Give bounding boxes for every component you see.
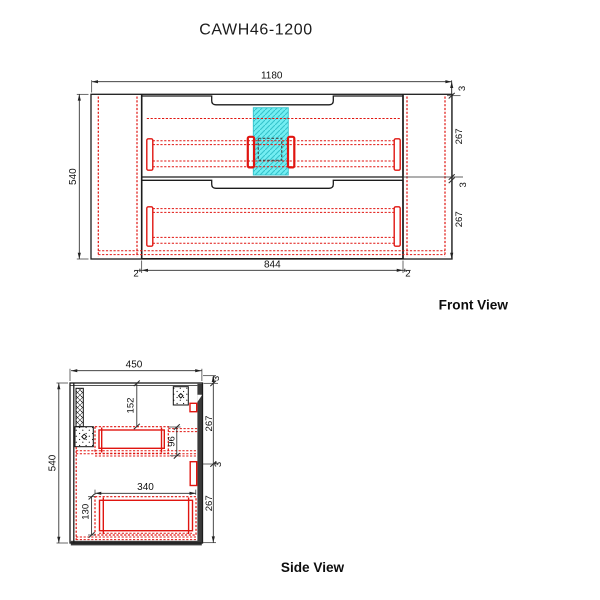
slide-bracket-right bbox=[286, 135, 296, 169]
dim-side-lower-box: 130 bbox=[80, 493, 95, 539]
side-cabinet-outline bbox=[69, 382, 204, 546]
front-hidden-lines bbox=[97, 96, 446, 257]
dim-front-opening: 844 2 2 bbox=[133, 260, 411, 280]
front-drawer2-box bbox=[146, 206, 401, 247]
front-drawer1-box bbox=[146, 118, 401, 171]
back-fixing-clip bbox=[189, 402, 198, 413]
dim-side-right-stack: 3 267 3 267 bbox=[202, 375, 224, 544]
trap-cutout bbox=[257, 137, 283, 161]
back-rail-block bbox=[189, 461, 198, 487]
dim-side-box-depth: 340 bbox=[94, 482, 197, 495]
drawing-title: CAWH46-1200 bbox=[199, 22, 313, 39]
dim-side-lower-value: 267 bbox=[204, 495, 215, 511]
dim-front-topgap-value: 3 bbox=[457, 86, 468, 91]
dim-side-height-value: 540 bbox=[47, 454, 58, 471]
side-view-label: Side View bbox=[281, 560, 345, 575]
dim-side-lowerbox-value: 130 bbox=[80, 504, 91, 520]
dim-side-height: 540 bbox=[47, 382, 68, 544]
dim-front-gapleft-value: 2 bbox=[133, 269, 138, 280]
back-panel bbox=[197, 383, 203, 543]
plumbing-zone bbox=[252, 107, 289, 176]
dim-front-drawer2-value: 267 bbox=[454, 211, 465, 227]
dim-side-railoffset-value: 152 bbox=[125, 397, 136, 413]
dim-side-depth-value: 450 bbox=[126, 359, 143, 370]
dim-side-upper-value: 267 bbox=[204, 415, 215, 431]
dim-side-upper-box: 96 bbox=[167, 423, 181, 459]
side-drawer1-box bbox=[94, 426, 198, 457]
dim-front-gapright-value: 2 bbox=[405, 269, 410, 280]
dim-front-width-value: 1180 bbox=[261, 70, 283, 81]
dim-side-topgap-value: 3 bbox=[211, 376, 222, 381]
dim-side-rail-offset: 152 bbox=[125, 380, 141, 430]
front-view-label: Front View bbox=[439, 298, 509, 313]
dim-front-height: 540 bbox=[68, 93, 89, 260]
dim-front-midgap-value: 3 bbox=[458, 182, 469, 187]
dim-front-height-value: 540 bbox=[68, 168, 79, 185]
slide-bracket-left bbox=[246, 135, 256, 169]
dim-side-depth: 450 bbox=[69, 359, 203, 381]
dim-side-upperbox-value: 96 bbox=[167, 436, 178, 447]
dim-side-midgap-value: 3 bbox=[213, 462, 224, 467]
front-view: 1180 540 3 267 3 267 bbox=[68, 70, 508, 312]
front-drawer2-panel bbox=[141, 179, 404, 260]
mounting-brackets bbox=[74, 386, 198, 448]
front-drawer1-panel bbox=[141, 95, 404, 178]
dim-front-opening-value: 844 bbox=[264, 260, 281, 271]
dim-front-right-stack: 3 267 3 267 bbox=[404, 81, 469, 259]
wall-rail-bracket bbox=[75, 387, 84, 428]
side-drawer2-box bbox=[94, 496, 197, 536]
dim-front-drawer1-value: 267 bbox=[454, 128, 465, 144]
back-panel-notch bbox=[197, 394, 203, 402]
dim-side-boxdepth-value: 340 bbox=[137, 482, 154, 493]
side-view: 450 540 3 267 3 267 152 bbox=[47, 359, 344, 574]
